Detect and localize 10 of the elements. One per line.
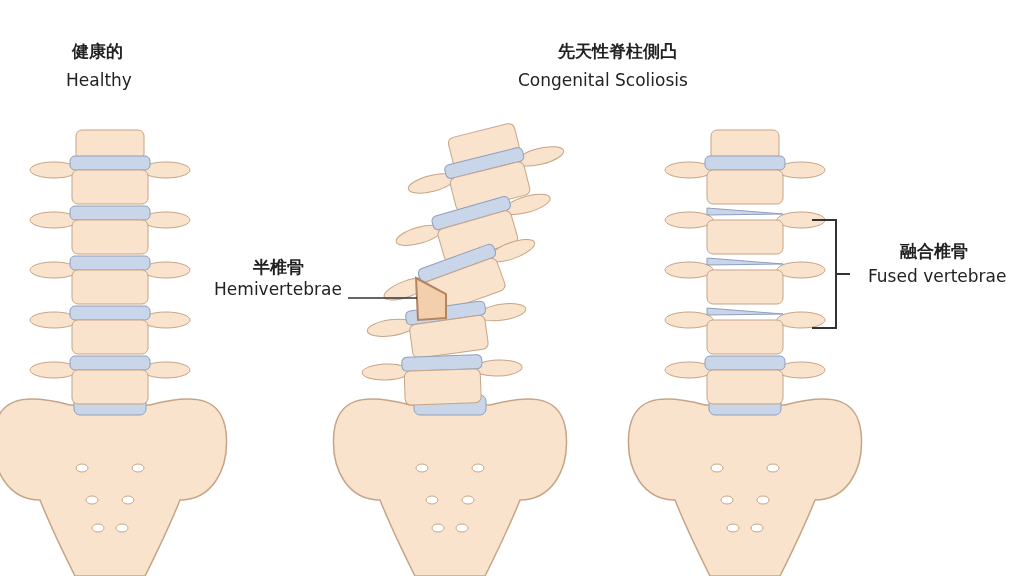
- leader-line: [347, 297, 418, 299]
- callout-label: Hemivertebrae: [213, 279, 343, 299]
- heading: 先天性脊柱側凸: [558, 40, 677, 63]
- hemivertebra: [414, 276, 447, 322]
- heading: 健康的: [72, 40, 123, 63]
- heading: Congenital Scoliosis: [518, 70, 688, 90]
- callout-label: 半椎骨: [251, 256, 305, 279]
- callout-label: 融合椎骨: [900, 240, 968, 263]
- callout-label: Fused vertebrae: [868, 266, 1007, 286]
- heading: Healthy: [66, 70, 132, 90]
